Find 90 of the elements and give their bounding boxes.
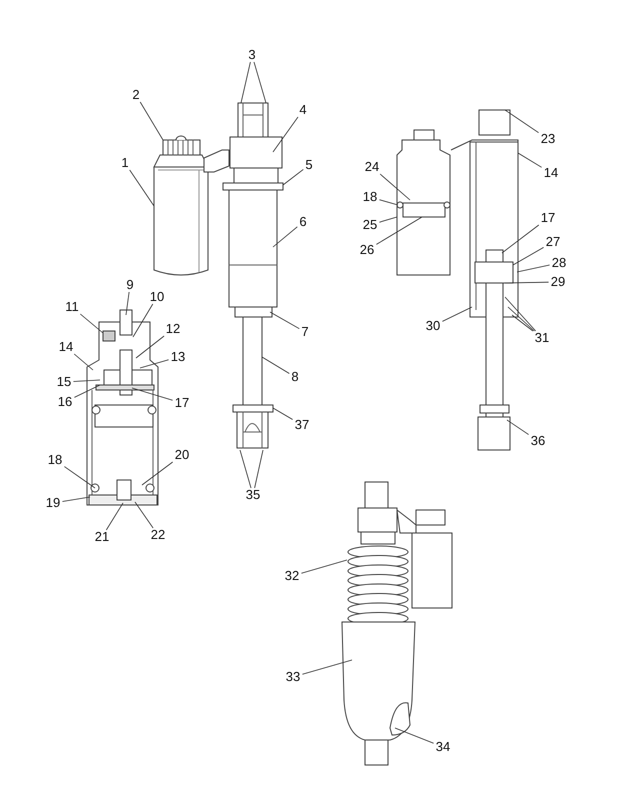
callout-number: 23 (540, 132, 556, 146)
leader-line (504, 282, 549, 284)
leader-line (518, 152, 542, 168)
leader-line (64, 466, 96, 488)
callout-number: 32 (284, 569, 300, 583)
callout-number: 28 (552, 256, 566, 270)
leader-line (129, 170, 154, 206)
callout-number: 16 (58, 395, 72, 409)
callout-number: 18 (362, 190, 378, 204)
callout-number: 29 (550, 275, 566, 289)
callout-number: 30 (426, 319, 440, 333)
leader-line (282, 169, 304, 186)
reservoir-drawing (153, 136, 230, 276)
callout-number: 21 (94, 530, 110, 544)
leader-line (504, 296, 536, 332)
leader-line (442, 306, 472, 322)
leader-line (512, 247, 544, 266)
leader-line (73, 380, 100, 382)
reservoir-cutaway-drawing (396, 130, 450, 276)
shock-absorber-with-spring-drawing (342, 482, 416, 766)
shock-absorber-cutaway-drawing (450, 110, 518, 450)
leader-line (132, 304, 154, 338)
leader-line (302, 660, 352, 675)
leader-line (106, 502, 124, 530)
leader-line (516, 264, 550, 272)
leader-line (240, 450, 252, 488)
callout-number: 17 (174, 396, 190, 410)
callout-number: 10 (150, 290, 164, 304)
callout-number: 20 (174, 448, 190, 462)
callout-number: 36 (530, 434, 546, 448)
leader-line (62, 496, 90, 502)
leader-line (126, 292, 130, 316)
callout-number: 1 (121, 156, 129, 170)
shock-absorber-drawing (222, 102, 284, 448)
callout-number: 27 (546, 235, 560, 249)
callout-number: 9 (126, 278, 134, 292)
leader-line (74, 384, 100, 398)
callout-number: 3 (248, 48, 256, 62)
leader-line (301, 560, 348, 574)
callout-number: 12 (166, 322, 180, 336)
leader-line (272, 116, 298, 152)
callout-number: 18 (48, 453, 62, 467)
leader-line (380, 174, 410, 200)
leader-line (262, 356, 290, 374)
callout-number: 22 (150, 528, 166, 542)
leader-line (272, 408, 293, 420)
leader-line (140, 102, 164, 140)
callout-number: 13 (170, 350, 186, 364)
leader-line (132, 388, 173, 401)
leader-line (502, 224, 540, 254)
callout-number: 33 (286, 670, 300, 684)
leader-line (134, 502, 154, 528)
leader-line (508, 306, 535, 332)
leader-line (379, 216, 398, 223)
callout-number: 15 (56, 375, 72, 389)
callout-number: 31 (534, 331, 550, 345)
callout-number: 14 (544, 166, 558, 180)
callout-number: 5 (305, 158, 313, 172)
callout-number: 17 (540, 211, 556, 225)
leader-line (512, 314, 534, 332)
callout-number: 6 (299, 215, 307, 229)
callout-number: 2 (132, 88, 140, 102)
callout-number: 34 (436, 740, 450, 754)
callout-number: 8 (291, 370, 299, 384)
leader-line (80, 314, 104, 334)
leader-line (506, 420, 529, 435)
callout-number: 25 (362, 218, 378, 232)
leader-line (136, 336, 164, 358)
leader-line (74, 354, 94, 370)
leader-line (376, 216, 422, 245)
leader-line (379, 199, 398, 206)
leader-line (140, 359, 169, 368)
callout-number: 24 (364, 160, 380, 174)
callout-number: 11 (65, 300, 79, 314)
leader-line (394, 728, 434, 744)
callout-number: 14 (58, 340, 74, 354)
leader-line (254, 62, 266, 104)
callout-number: 7 (301, 325, 309, 339)
callout-number: 37 (294, 418, 310, 432)
callout-number: 4 (299, 103, 307, 117)
callout-number: 26 (360, 243, 374, 257)
callout-number: 19 (46, 496, 60, 510)
leader-line (254, 450, 264, 488)
callout-number: 35 (246, 488, 260, 502)
leader-line (272, 226, 298, 248)
leader-line (504, 110, 539, 134)
leader-line (240, 62, 251, 104)
leader-line (142, 462, 174, 486)
reservoir-cutaway-drawing (86, 310, 158, 506)
leader-line (270, 312, 300, 330)
